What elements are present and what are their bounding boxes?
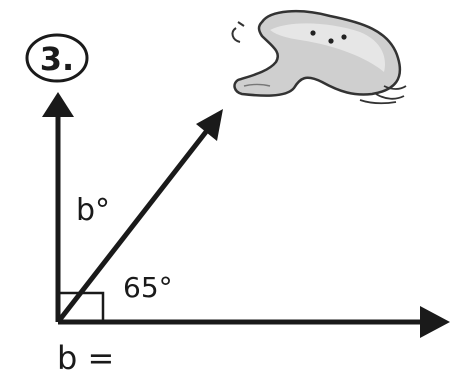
vertical-ray (42, 92, 74, 322)
problem-number-circle (25, 33, 89, 83)
answer-prompt: b = (57, 339, 114, 375)
cartoon-ghost-icon (231, 10, 407, 105)
horizontal-ray (58, 306, 450, 338)
vertical-arrowhead-icon (42, 92, 74, 117)
unknown-angle-label: b° (76, 193, 110, 228)
given-angle-label: 65° (123, 271, 173, 304)
diagonal-arrowhead-icon (196, 109, 223, 141)
problem-number-label: 3. (40, 40, 74, 78)
horizontal-arrowhead-icon (420, 306, 450, 338)
diagonal-ray (56, 109, 223, 324)
problem-number-badge: 3. (25, 33, 89, 83)
right-angle-marker (58, 291, 105, 322)
